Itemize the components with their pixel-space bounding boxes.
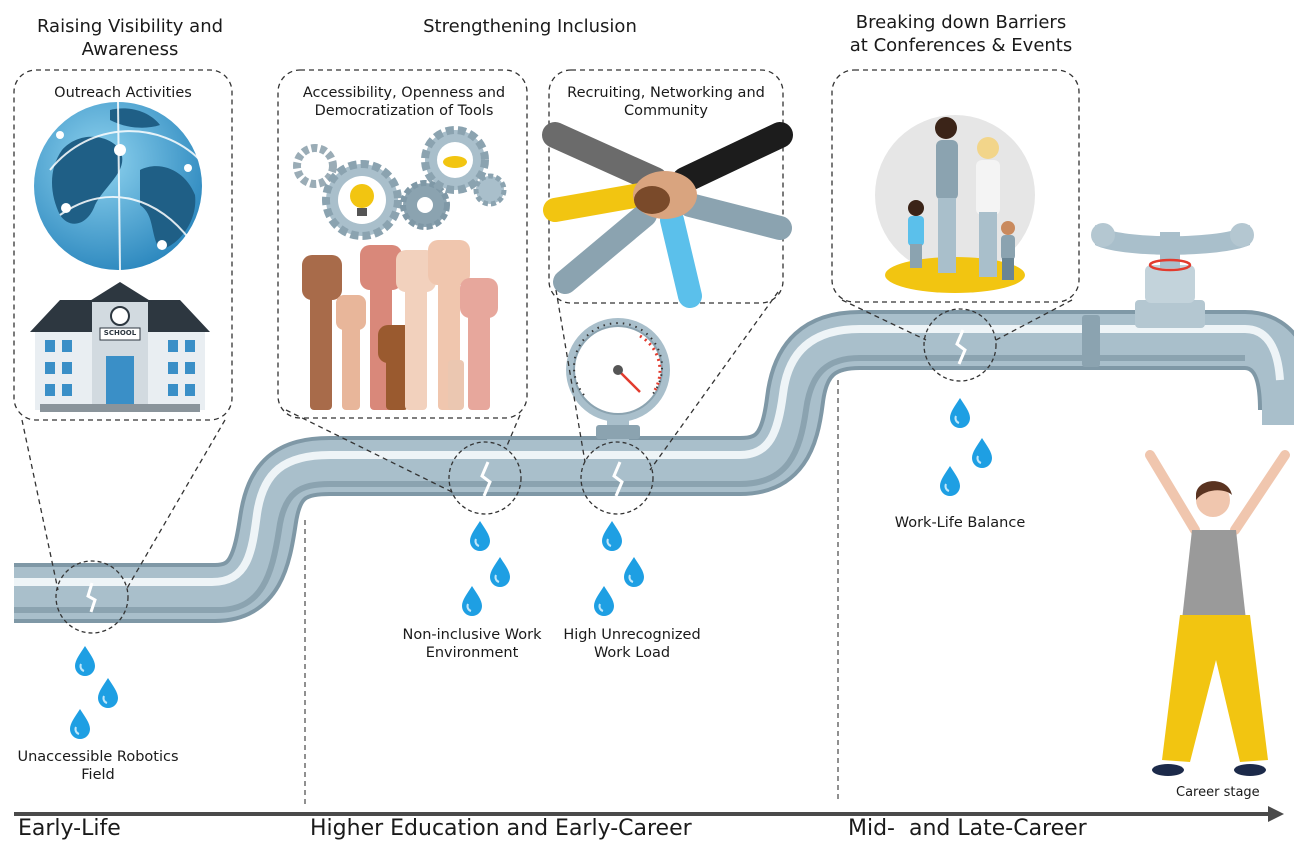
box-accessibility xyxy=(277,69,528,419)
leak-label-worklife: Work-Life Balance xyxy=(894,515,1026,531)
family-icon xyxy=(875,115,1035,293)
section-title-visibility: Raising Visibility and Awareness xyxy=(36,16,224,60)
stage-label-mid-late: Mid- and Late-Career xyxy=(848,816,1087,841)
pipe-highlight xyxy=(14,325,1284,586)
globe-icon xyxy=(34,101,202,271)
celebrating-woman-icon xyxy=(1145,450,1290,776)
career-stage-axis xyxy=(14,806,1284,822)
school-sign: SCHOOL xyxy=(103,329,137,337)
box-recruiting xyxy=(548,69,784,304)
coins-icon xyxy=(443,156,467,168)
lightbulb-icon xyxy=(350,184,374,208)
leak-label-unaccessible: Unaccessible Robotics Field xyxy=(17,749,179,784)
pipe-rim xyxy=(1082,315,1100,367)
callout-lines xyxy=(13,69,1080,591)
crack-circle-workload xyxy=(580,441,654,515)
box-title-outreach: Outreach Activities xyxy=(54,85,192,101)
crack-circle-early xyxy=(55,560,129,634)
box-outreach xyxy=(13,69,233,421)
gears-icon xyxy=(293,126,507,240)
faucet-spout xyxy=(1262,395,1294,425)
crack-marks xyxy=(86,329,967,613)
pipeline xyxy=(14,223,1294,623)
box-conferences xyxy=(831,69,1080,303)
leak-label-workload: High Unrecognized Work Load xyxy=(563,627,701,662)
crack-circle-worklife xyxy=(923,308,997,382)
faucet-base xyxy=(1135,300,1205,328)
hands-together-icon xyxy=(542,122,793,308)
section-title-inclusion: Strengthening Inclusion xyxy=(423,16,637,37)
raised-hands-icon xyxy=(302,240,498,410)
leak-label-noninclusive: Non-inclusive Work Environment xyxy=(402,627,542,662)
turn-arrow-icon xyxy=(1148,258,1192,272)
crack-circle-noninclusive xyxy=(448,441,522,515)
pipe-body xyxy=(14,314,1294,619)
arrow-head-icon xyxy=(1268,806,1284,822)
box-title-recruiting: Recruiting, Networking and Community xyxy=(567,85,765,120)
stage-label-higher-ed: Higher Education and Early-Career xyxy=(310,816,692,841)
stage-label-early: Early-Life xyxy=(18,816,121,841)
axis-label: Career stage xyxy=(1176,785,1260,800)
school-building-icon xyxy=(30,282,210,412)
faucet-handle xyxy=(1095,225,1250,255)
section-title-barriers: Breaking down Barriers at Conferences & … xyxy=(849,12,1073,56)
box-title-accessibility: Accessibility, Openness and Democratizat… xyxy=(302,85,506,120)
pipe-shadow xyxy=(14,355,1245,613)
pressure-gauge-icon xyxy=(566,318,670,440)
